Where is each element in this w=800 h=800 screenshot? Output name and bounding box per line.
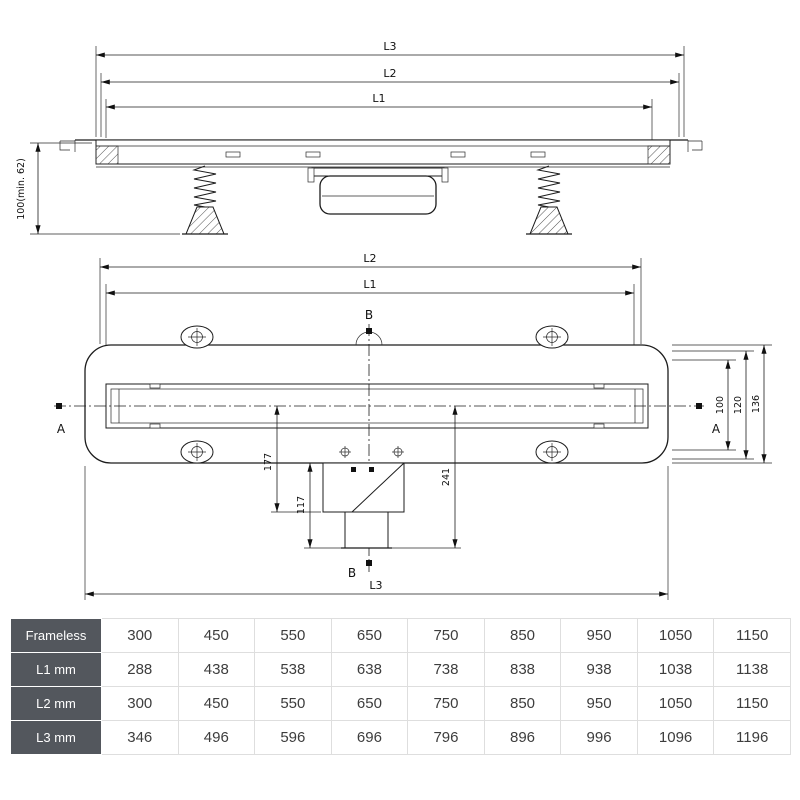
size-value: 738: [407, 652, 485, 687]
section-marker-b-top: B: [365, 308, 373, 322]
size-value: 550: [254, 618, 332, 653]
size-value: 696: [330, 720, 409, 755]
size-value: 538: [254, 652, 332, 687]
row-label-frameless: Frameless: [10, 618, 102, 653]
section-marker-b-bottom: B: [348, 566, 356, 580]
size-table: Frameless 300 450 550 650 750 850 950 10…: [10, 618, 791, 755]
dim-label-l3-side: L3: [383, 40, 396, 53]
table-row-frameless: Frameless 300 450 550 650 750 850 950 10…: [10, 618, 791, 653]
channel-body-side: [59, 139, 703, 168]
size-value: 1096: [636, 720, 715, 755]
dim-l2-top: L2: [100, 67, 680, 137]
size-value: 1138: [713, 652, 791, 687]
size-value: 850: [483, 618, 562, 653]
dim-l1-plan: L1: [105, 278, 635, 346]
size-value: 638: [330, 652, 409, 687]
size-value: 300: [101, 618, 179, 653]
row-label-l2: L2 mm: [10, 686, 102, 721]
dim-label-height: 100(min. 62): [16, 158, 27, 220]
dim-label-177: 177: [263, 453, 274, 471]
plan-view: L2 L1: [54, 252, 772, 600]
dim-depth-117: 117: [296, 463, 341, 549]
dim-width-136: 136: [672, 344, 772, 464]
row-label-l3: L3 mm: [10, 720, 102, 755]
dim-label-120: 120: [733, 396, 744, 414]
size-value: 950: [560, 686, 638, 721]
dim-label-l3-plan: L3: [369, 579, 382, 592]
size-value: 750: [407, 686, 485, 721]
size-value: 950: [560, 618, 638, 653]
row-label-l1: L1 mm: [10, 652, 102, 687]
dim-label-100: 100: [715, 396, 726, 414]
size-value: 300: [101, 686, 179, 721]
dim-depth-241: 241: [392, 406, 461, 549]
size-value: 450: [177, 686, 256, 721]
size-value: 1050: [636, 686, 715, 721]
table-row-l2: L2 mm 300 450 550 650 750 850 950 1050 1…: [10, 686, 791, 721]
size-value: 346: [101, 720, 179, 755]
table-row-l1: L1 mm 288 438 538 638 738 838 938 1038 1…: [10, 652, 791, 687]
ear-bottom-left: [180, 440, 214, 464]
ear-top-right: [535, 325, 569, 349]
dim-l3-plan: L3: [84, 466, 669, 600]
size-value: 938: [560, 652, 638, 687]
dim-l3-top: L3: [95, 40, 685, 137]
dim-label-117: 117: [296, 496, 307, 514]
dim-height: 100(min. 62): [16, 142, 180, 235]
size-value: 838: [483, 652, 562, 687]
size-value: 850: [483, 686, 562, 721]
dim-label-136: 136: [751, 395, 762, 413]
dim-width-120: 120: [672, 350, 754, 460]
size-value: 496: [177, 720, 256, 755]
size-value: 1150: [713, 618, 791, 653]
dim-width-100: 100: [672, 359, 736, 451]
size-value: 796: [407, 720, 485, 755]
mounting-ears: [180, 325, 569, 464]
dim-l2-plan: L2: [99, 252, 642, 344]
dim-l1-top: L1: [105, 92, 653, 140]
size-value: 996: [560, 720, 638, 755]
trap-side: [307, 167, 449, 215]
size-value: 550: [254, 686, 332, 721]
dim-label-l2-side: L2: [383, 67, 396, 80]
section-marker-a-left: A: [57, 422, 66, 436]
dim-label-l2-plan: L2: [363, 252, 376, 265]
section-marker-a-right: A: [712, 422, 721, 436]
size-value: 650: [330, 618, 409, 653]
size-value: 1196: [713, 720, 791, 755]
size-value: 896: [483, 720, 562, 755]
dim-label-241: 241: [441, 468, 452, 486]
trap-plan: [322, 446, 405, 549]
ear-top-left: [180, 325, 214, 349]
dim-label-l1-plan: L1: [363, 278, 376, 291]
leg-right: [526, 165, 572, 235]
section-a-line: A A: [54, 403, 721, 436]
size-value: 1150: [713, 686, 791, 721]
ear-bottom-right: [535, 440, 569, 464]
size-value: 750: [407, 618, 485, 653]
size-value: 438: [177, 652, 256, 687]
size-value: 650: [330, 686, 409, 721]
size-value: 596: [254, 720, 332, 755]
size-value: 1050: [636, 618, 715, 653]
table-row-l3: L3 mm 346 496 596 696 796 896 996 1096 1…: [10, 720, 791, 755]
size-table-wrapper: Frameless 300 450 550 650 750 850 950 10…: [10, 618, 791, 755]
size-value: 450: [177, 618, 256, 653]
side-view: L3 L2 L1: [16, 40, 703, 235]
size-value: 1038: [636, 652, 715, 687]
leg-left: [182, 165, 228, 235]
dim-depth-177: 177: [263, 406, 321, 513]
size-value: 288: [101, 652, 179, 687]
dim-label-l1-side: L1: [372, 92, 385, 105]
drain-technical-drawing: L3 L2 L1: [16, 40, 772, 600]
